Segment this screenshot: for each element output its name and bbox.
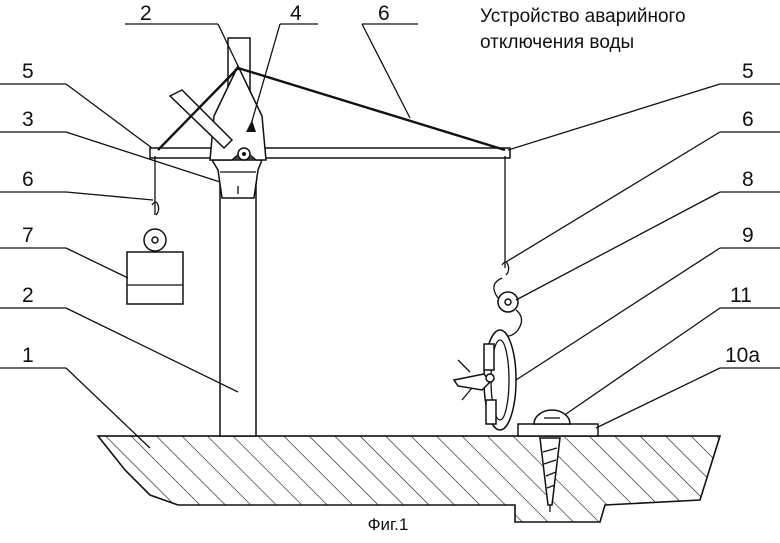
leader-lines-right bbox=[505, 83, 780, 429]
trigger-mechanism bbox=[168, 64, 267, 161]
hook bbox=[493, 277, 523, 337]
callout-right-9: 9 bbox=[742, 224, 754, 247]
title-line-2: отключения воды bbox=[480, 32, 634, 53]
callout-labels: 2 4 6 5 3 6 7 2 1 5 6 8 9 11 10а bbox=[22, 2, 760, 367]
anchor-peg bbox=[517, 423, 599, 512]
callout-left-3: 3 bbox=[22, 108, 34, 131]
callout-right-10a: 10а bbox=[725, 344, 760, 367]
callout-left-5: 5 bbox=[22, 60, 34, 83]
callout-top-2: 2 bbox=[140, 2, 152, 25]
figure-caption: Фиг.1 bbox=[368, 515, 409, 534]
leader-lines bbox=[0, 23, 418, 449]
weight bbox=[126, 228, 184, 305]
callout-top-4: 4 bbox=[290, 2, 302, 25]
callout-left-2: 2 bbox=[22, 284, 34, 307]
callout-right-8: 8 bbox=[742, 168, 754, 191]
callout-right-11: 11 bbox=[730, 284, 752, 307]
crossbar bbox=[149, 147, 511, 159]
title-line-1: Устройство аварийного bbox=[480, 6, 686, 27]
callout-right-5: 5 bbox=[742, 60, 754, 83]
callout-left-7: 7 bbox=[22, 224, 34, 247]
callout-left-1: 1 bbox=[22, 344, 34, 367]
valve-ring bbox=[452, 329, 517, 431]
cable bbox=[151, 66, 510, 276]
callout-right-6: 6 bbox=[742, 108, 754, 131]
callout-top-6: 6 bbox=[378, 2, 390, 25]
callout-left-6: 6 bbox=[22, 168, 34, 191]
bolt-head bbox=[533, 409, 571, 425]
ground bbox=[96, 435, 722, 523]
